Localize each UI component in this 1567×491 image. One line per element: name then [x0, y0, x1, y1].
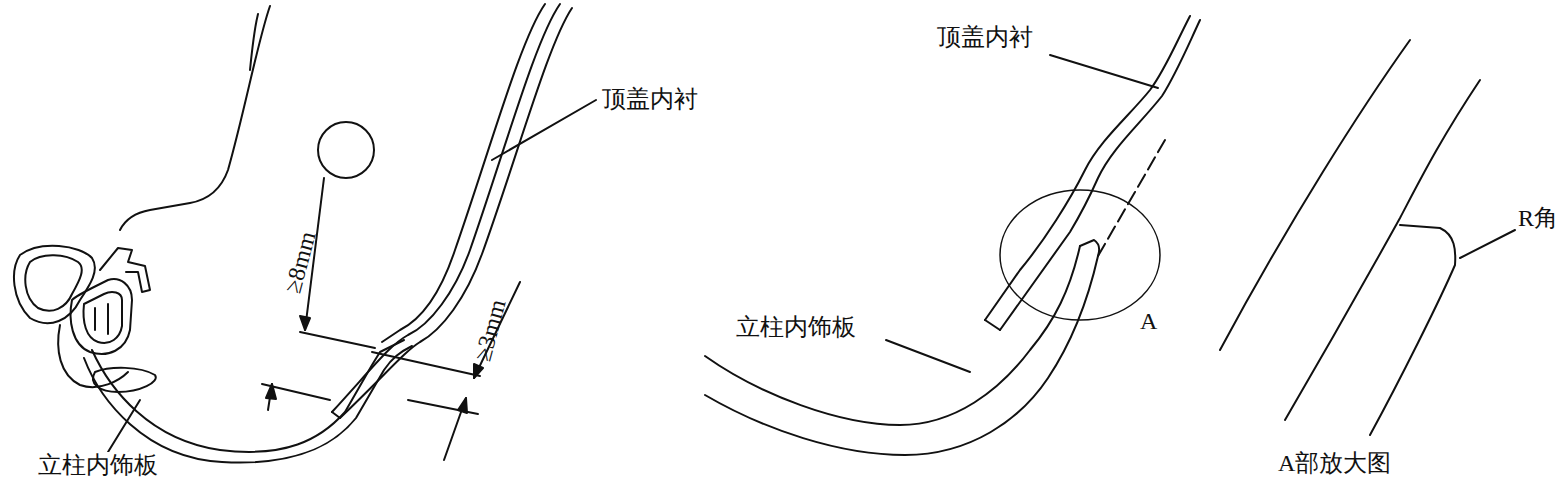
headliner	[1000, 20, 1200, 330]
leader-line	[492, 100, 596, 160]
arrowhead	[458, 398, 467, 413]
arrowhead	[474, 364, 483, 378]
pillar-trim	[92, 340, 404, 452]
pillar-trim	[705, 246, 1080, 425]
pillar-trim	[1370, 225, 1455, 435]
body-panel	[382, 4, 545, 342]
clip	[100, 248, 150, 292]
dashed-line	[1098, 140, 1165, 256]
part-label: 顶盖内衬	[600, 86, 700, 112]
detail-circle	[1000, 190, 1160, 320]
body-sheet	[120, 6, 270, 230]
dimension-line	[444, 398, 466, 460]
body-edge	[250, 14, 258, 70]
extension-line	[300, 332, 375, 348]
headliner	[340, 8, 572, 418]
trim-edge	[1080, 240, 1099, 256]
extension-line	[262, 384, 330, 400]
leader-line	[886, 340, 970, 372]
part-label: 立柱内饰板	[734, 314, 858, 340]
arrowhead	[300, 316, 310, 330]
arrowhead	[266, 384, 276, 399]
part-label: 立柱内饰板	[36, 452, 160, 478]
part-label: A部放大图	[1276, 450, 1393, 476]
part-label: 顶盖内衬	[935, 24, 1035, 50]
clip-detail	[95, 304, 108, 334]
part-label: R角	[1516, 205, 1560, 231]
extension-line	[372, 352, 480, 376]
leader-line	[1460, 230, 1515, 258]
leader-line	[1050, 55, 1158, 88]
part-label: ≥3mm	[469, 294, 512, 365]
headliner	[985, 16, 1190, 320]
clip-body	[71, 279, 132, 354]
headliner	[1220, 40, 1410, 350]
pillar-trim	[705, 256, 1098, 455]
pillar-trim	[84, 346, 412, 463]
clip-inner	[84, 292, 122, 343]
headliner	[1285, 80, 1480, 420]
leader-line	[108, 400, 140, 452]
hole	[318, 122, 374, 178]
seal-inner	[25, 255, 81, 311]
part-label: ≥8mm	[279, 226, 322, 297]
part-label: A	[1138, 308, 1159, 334]
headliner	[332, 4, 560, 412]
headliner-end	[985, 320, 1000, 330]
